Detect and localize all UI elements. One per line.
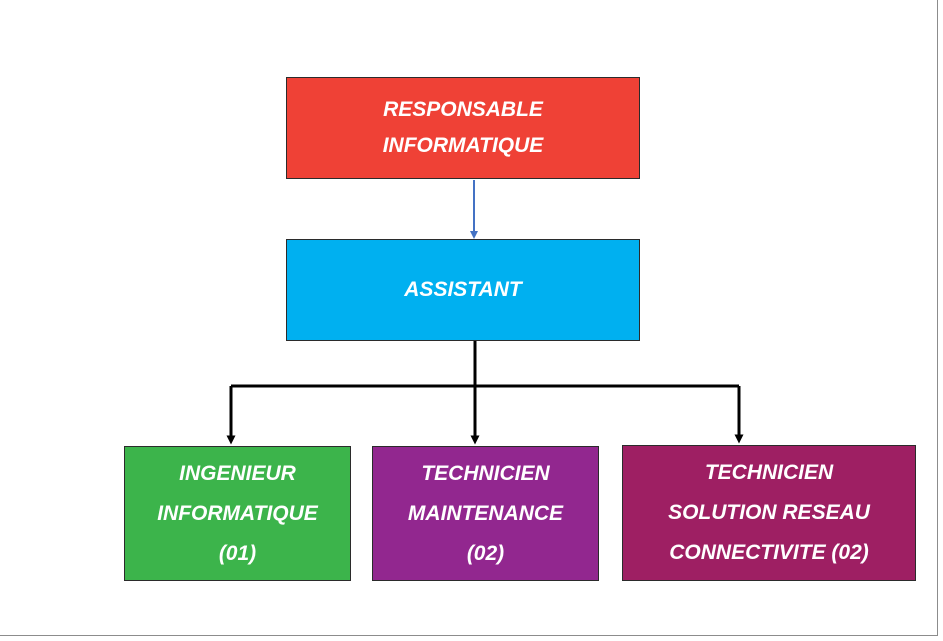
box-ingenieur-line-2: INFORMATIQUE xyxy=(157,501,318,525)
box-reseau-line-2: SOLUTION RESEAU xyxy=(668,501,870,524)
box-responsable-informatique: RESPONSABLE INFORMATIQUE xyxy=(286,77,640,179)
box-reseau-line-3: CONNECTIVITE (02) xyxy=(669,541,869,564)
box-responsable-line-1: RESPONSABLE xyxy=(383,98,543,121)
box-assistant: ASSISTANT xyxy=(286,239,640,341)
box-technicien-maintenance: TECHNICIEN MAINTENANCE (02) xyxy=(372,446,599,581)
box-ingenieur-line-3: (01) xyxy=(218,541,257,565)
box-reseau-line-1: TECHNICIEN xyxy=(704,461,834,484)
box-technicien-solution-reseau: TECHNICIEN SOLUTION RESEAU CONNECTIVITE … xyxy=(622,445,916,581)
box-maintenance-line-2: MAINTENANCE xyxy=(407,501,564,525)
box-maintenance-line-3: (02) xyxy=(466,541,505,565)
box-assistant-line-1: ASSISTANT xyxy=(404,278,522,301)
box-ingenieur-informatique: INGENIEUR INFORMATIQUE (01) xyxy=(124,446,351,581)
box-maintenance-line-1: TECHNICIEN xyxy=(421,461,550,485)
box-responsable-line-2: INFORMATIQUE xyxy=(382,134,544,157)
box-ingenieur-line-1: INGENIEUR xyxy=(179,461,296,485)
